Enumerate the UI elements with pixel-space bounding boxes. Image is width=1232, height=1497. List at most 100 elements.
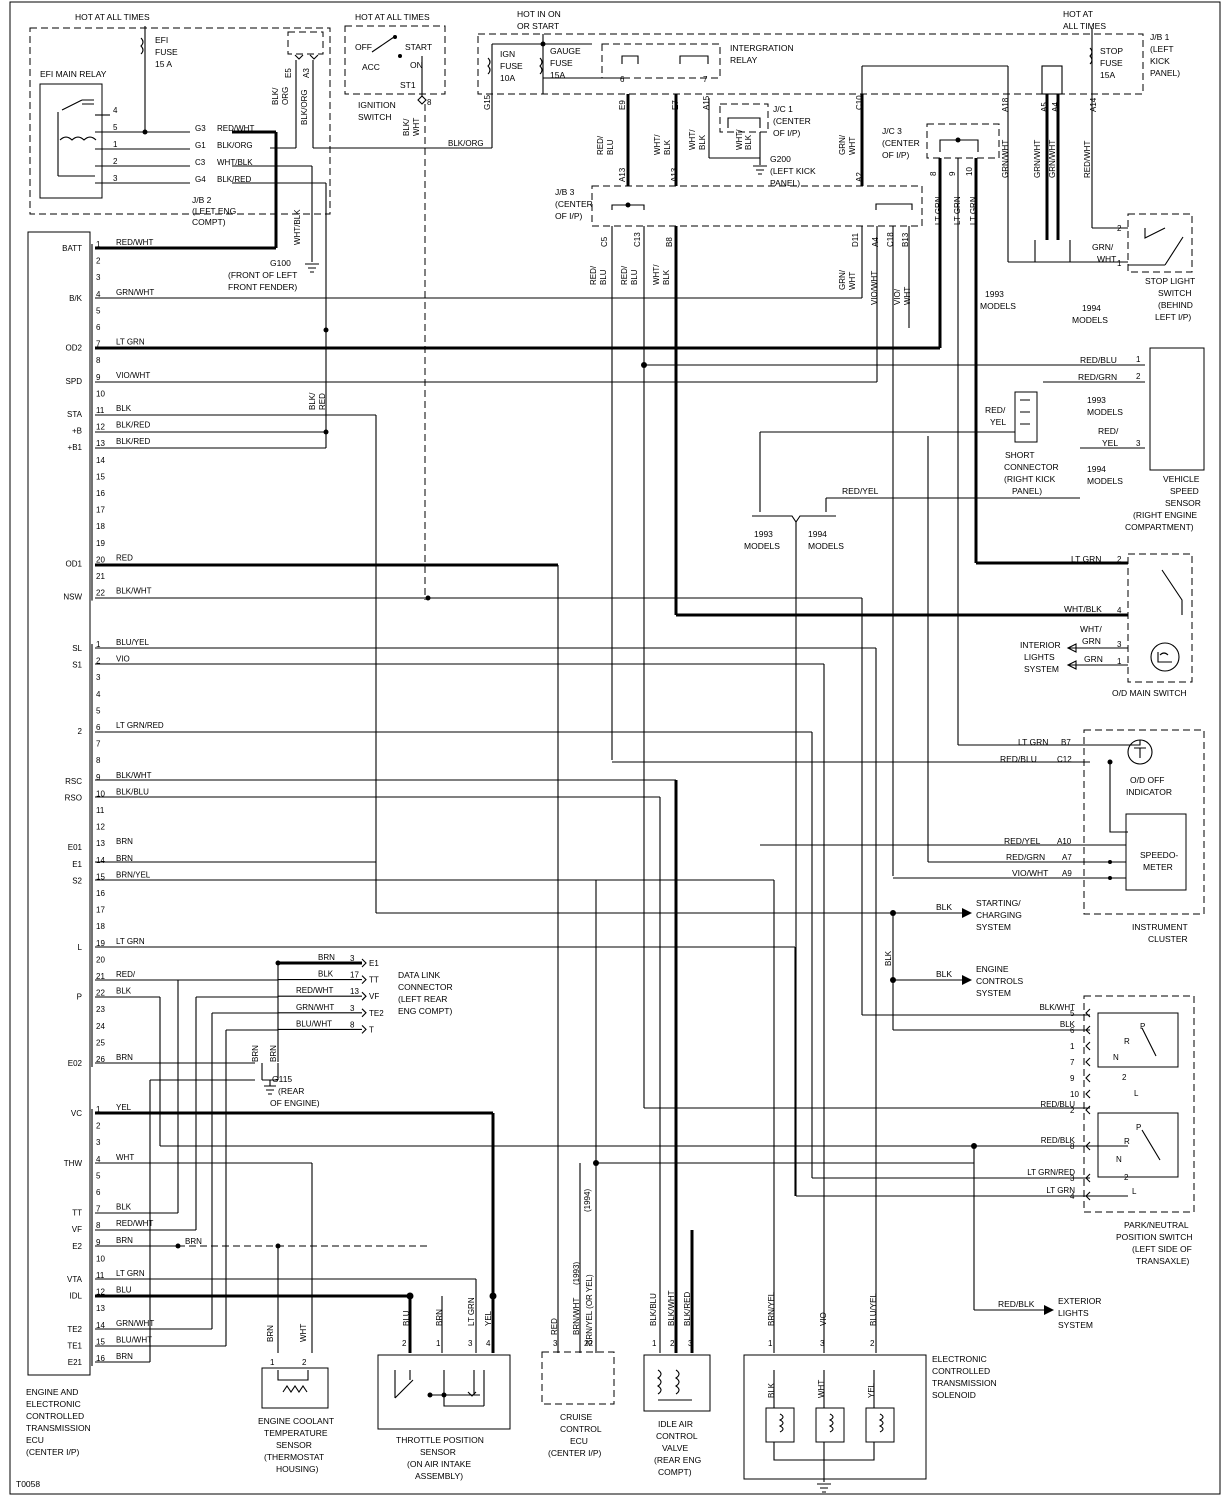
dlc-wire: BLU/WHT (296, 1019, 332, 1028)
ecu-pin-number: 2 (96, 657, 101, 666)
ecu-pin-a-2: 2 (96, 257, 101, 266)
svg-text:1994: 1994 (1082, 303, 1101, 313)
ecu-pin-number: 23 (96, 1005, 105, 1014)
ecu-pin-number: 22 (96, 989, 105, 998)
ecu-pin-label: TE2 (67, 1325, 82, 1334)
ecu-pin-number: 4 (96, 1155, 101, 1164)
ecu-pin-number: 5 (96, 706, 101, 715)
ecu-wire-color: RED (116, 553, 133, 562)
svg-text:METER: METER (1143, 862, 1173, 872)
ecu-pin-a-5: 5 (96, 306, 101, 315)
svg-text:(REAR ENG: (REAR ENG (654, 1455, 701, 1465)
svg-text:1: 1 (768, 1339, 773, 1348)
ecu-pin-number: 20 (96, 555, 105, 564)
svg-text:B8: B8 (665, 237, 674, 247)
svg-text:TRANSMISSION: TRANSMISSION (26, 1423, 91, 1433)
ecu-pin-a-14: 14 (96, 456, 105, 465)
ecu-pin-label: IDL (70, 1292, 83, 1301)
svg-text:CONNECTOR: CONNECTOR (398, 982, 453, 992)
ecu-pin-number: 22 (96, 589, 105, 598)
svg-text:(CENTER: (CENTER (773, 116, 811, 126)
svg-text:WHT: WHT (299, 1324, 308, 1342)
svg-text:BLU: BLU (402, 1310, 411, 1326)
pns-pin: 2 (1070, 1106, 1075, 1115)
short-connector: RED/ YEL SHORT CONNECTOR (RIGHT KICK PAN… (759, 391, 1059, 512)
pns-position-letter: R (1124, 1037, 1130, 1046)
diagram-border (9, 1, 1221, 1495)
ecu-pin-label: RSO (65, 793, 82, 802)
pns-pin: 1 (1070, 1042, 1075, 1051)
svg-text:4: 4 (113, 106, 118, 115)
dlc-wire: BLK (318, 970, 334, 979)
svg-text:WHT/: WHT/ (653, 134, 662, 155)
svg-text:BRN/YEL (OR YEL): BRN/YEL (OR YEL) (585, 1274, 594, 1345)
svg-text:RED/BLU: RED/BLU (1000, 754, 1037, 764)
svg-text:WHT: WHT (848, 272, 857, 290)
hot-label-efi: HOT AT ALL TIMES (75, 12, 150, 22)
engine-coolant-temperature-sensor: BRN WHT 1 2 ENGINE COOLANT TEMPERATURE S… (258, 1324, 334, 1474)
pns-wire: LT GRN/RED (1027, 1168, 1075, 1177)
pns-pin: 8 (1070, 1142, 1075, 1151)
ecu-pin-b-5: 5 (96, 706, 101, 715)
dlc-wire: GRN/WHT (296, 1003, 334, 1012)
svg-text:10: 10 (965, 167, 974, 176)
svg-text:1: 1 (1117, 657, 1122, 666)
stop-light-switch: 2 1 GRN/ WHT STOP LIGHT SWITCH (BEHIND L… (980, 213, 1195, 325)
svg-text:GAUGE: GAUGE (550, 46, 581, 56)
svg-text:IGN: IGN (500, 49, 515, 59)
svg-text:WHT/BLK: WHT/BLK (1064, 604, 1102, 614)
svg-text:A7: A7 (1062, 853, 1072, 862)
svg-text:LIGHTS: LIGHTS (1024, 652, 1055, 662)
svg-text:DATA LINK: DATA LINK (398, 970, 441, 980)
ecu-pin-b-11: 11 (96, 806, 105, 815)
ecu-label: ENGINE AND (26, 1387, 78, 1397)
ecu-pin-number: 13 (96, 439, 105, 448)
svg-text:O/D OFF: O/D OFF (1130, 775, 1164, 785)
svg-text:ENGINE: ENGINE (976, 964, 1009, 974)
ecu-wire-color: BLK/WHT (116, 587, 152, 596)
pns-pin-1: 1 (1070, 1041, 1091, 1051)
svg-text:PARK/NEUTRAL: PARK/NEUTRAL (1124, 1220, 1189, 1230)
svg-text:(RIGHT ENGINE: (RIGHT ENGINE (1133, 510, 1197, 520)
svg-text:GRN: GRN (1082, 636, 1101, 646)
ecu-pin-label: P (77, 993, 82, 1002)
ecu-wire-color: RED/WHT (116, 238, 153, 247)
ecu-pin-number: 18 (96, 922, 105, 931)
svg-text:G3: G3 (195, 124, 206, 133)
svg-text:1: 1 (1117, 259, 1122, 268)
dlc-term: TT (369, 976, 379, 985)
ignition-switch: HOT AT ALL TIMES OFF ACC START ON ST1 IG… (344, 12, 446, 136)
svg-text:OF I/P): OF I/P) (773, 128, 801, 138)
svg-text:MODELS: MODELS (1072, 315, 1108, 325)
svg-text:BLK: BLK (936, 969, 952, 979)
svg-text:PANEL): PANEL) (1012, 486, 1042, 496)
ecu-wire-color: BLU/WHT (116, 1335, 152, 1344)
ecu-pin-label: THW (64, 1159, 83, 1168)
svg-text:BLK: BLK (744, 134, 753, 150)
ecu-pin-number: 7 (96, 1205, 101, 1214)
ecu-wire-routing: WHT/BLK G100 (FRONT OF LEFT FRONT FENDER… (95, 130, 1128, 1363)
svg-text:WHT/: WHT/ (1080, 624, 1102, 634)
svg-text:1993: 1993 (985, 289, 1004, 299)
svg-text:BLK/RED: BLK/RED (683, 1292, 692, 1326)
svg-text:J/C 1: J/C 1 (773, 104, 793, 114)
svg-text:SYSTEM: SYSTEM (1058, 1320, 1093, 1330)
ecu-pin-number: 7 (96, 740, 101, 749)
ecu-pin-number: 15 (96, 872, 105, 881)
svg-text:FUSE: FUSE (1100, 58, 1123, 68)
ecu-wire-color: YEL (116, 1103, 132, 1112)
svg-text:RED/: RED/ (620, 265, 629, 285)
svg-text:CONTROLS: CONTROLS (976, 976, 1024, 986)
svg-text:WHT: WHT (848, 137, 857, 155)
dlc-pin: 3 (350, 1004, 355, 1013)
